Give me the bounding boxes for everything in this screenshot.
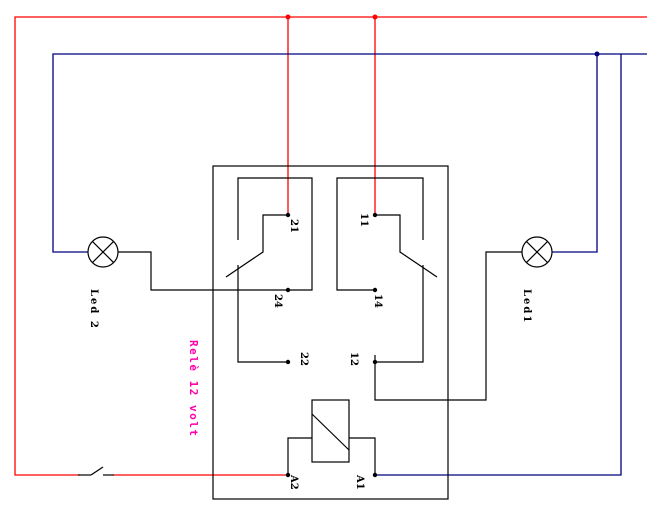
terminal-21-dot bbox=[285, 212, 291, 218]
led2-to-24 bbox=[118, 251, 288, 291]
negative-to-a1 bbox=[375, 54, 622, 476]
junction-dot bbox=[372, 14, 378, 20]
negative-to-led1 bbox=[552, 54, 598, 253]
positive-junctions bbox=[285, 14, 378, 20]
led2-label: Led 2 bbox=[88, 289, 99, 330]
terminal-label-12: 12 bbox=[348, 352, 359, 366]
terminal-24-dot bbox=[285, 287, 291, 293]
relay-contact-1 bbox=[336, 177, 438, 363]
terminal-label-a2: A2 bbox=[288, 474, 299, 490]
relay-label: Relè 12 volt bbox=[187, 340, 200, 437]
terminal-label-a1: A1 bbox=[354, 474, 365, 490]
relay-box bbox=[212, 165, 449, 500]
negative-top-rail bbox=[52, 53, 647, 253]
terminal-a2-dot bbox=[285, 472, 291, 478]
switch bbox=[78, 466, 114, 476]
terminal-12-dot bbox=[372, 359, 378, 365]
positive-top-rail bbox=[14, 16, 647, 476]
lamp-led1-icon bbox=[521, 236, 553, 268]
lamp-led2-icon bbox=[87, 236, 119, 268]
12-to-led1 bbox=[374, 251, 522, 401]
junction-dot bbox=[285, 14, 291, 20]
relay-coil bbox=[287, 399, 376, 475]
positive-wires bbox=[14, 16, 647, 476]
relay-contact-2 bbox=[225, 177, 313, 363]
terminal-label-21: 21 bbox=[288, 219, 299, 233]
terminal-label-22: 22 bbox=[298, 352, 309, 366]
terminal-label-11: 11 bbox=[358, 213, 369, 227]
terminal-label-24: 24 bbox=[272, 294, 283, 308]
led1-label: Led1 bbox=[521, 289, 532, 324]
negative-wires bbox=[52, 53, 647, 476]
signal-wires bbox=[118, 251, 522, 401]
terminal-22-dot bbox=[285, 359, 291, 365]
junction-dot bbox=[594, 51, 600, 57]
terminal-label-14: 14 bbox=[372, 294, 383, 308]
terminal-11-dot bbox=[372, 212, 378, 218]
terminal-14-dot bbox=[372, 287, 378, 293]
terminal-dots bbox=[285, 212, 378, 478]
terminal-a1-dot bbox=[372, 472, 378, 478]
